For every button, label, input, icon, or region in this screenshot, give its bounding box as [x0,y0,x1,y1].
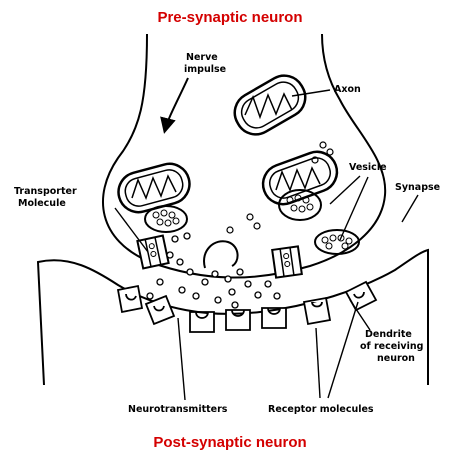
synapse-label: Synapse [395,182,440,193]
transporter-left [137,236,168,269]
neurotransmitters-label: Neurotransmitters [128,404,228,415]
fusing-vesicle [204,241,238,268]
nerve-impulse-label-2: impulse [184,64,226,75]
receptor-molecules-label: Receptor molecules [268,404,374,415]
dendrite-label-3: neuron [377,353,415,364]
transporter-right [272,246,302,277]
nerve-impulse-arrow [165,78,188,130]
nerve-impulse-label-1: Nerve [186,52,218,63]
transporter-label-2: Molecule [18,198,66,209]
vesicle-right [315,230,359,254]
vesicle-loose-dots [227,142,333,233]
axon-label: Axon [334,84,361,95]
dendrite-label-2: of receiving [360,341,423,352]
vesicle-label: Vesicle [349,162,387,173]
dendrite-label-1: Dendrite [365,329,412,340]
vesicle-left [145,206,187,232]
mitochondrion-1 [227,68,312,141]
transporter-label-1: Transporter [14,186,77,197]
receptor-molecules [118,282,376,332]
